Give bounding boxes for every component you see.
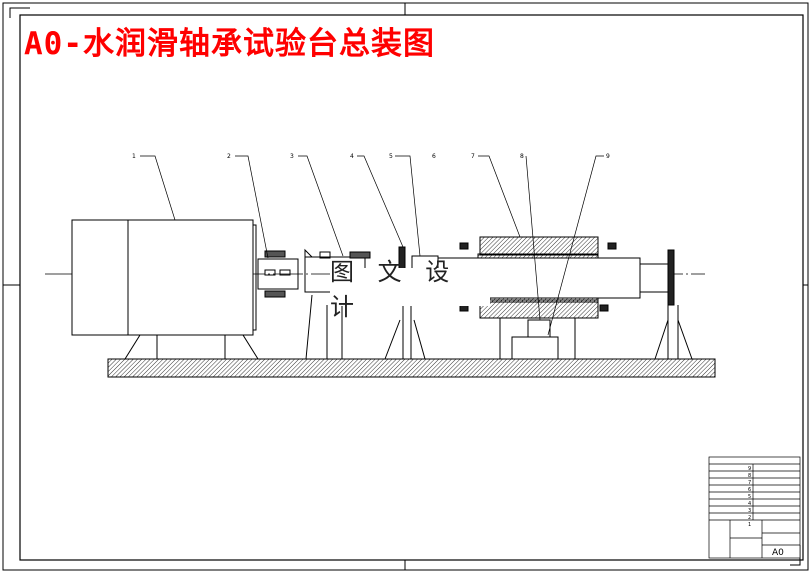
watermark: 图 文 设 计: [330, 258, 490, 321]
title-block-numbers: 9 8 7 6 5 4 3 2 1 A0: [748, 466, 784, 558]
part-label-6: 6: [432, 153, 436, 160]
row-number: 1: [748, 522, 751, 528]
row-number: 9: [748, 466, 751, 472]
base-frame: [107, 358, 716, 378]
drawing-title: A0-水润滑轴承试验台总装图: [24, 26, 435, 62]
part-label-7: 7: [471, 153, 475, 160]
inner-frame: [19, 14, 804, 561]
row-number: 4: [748, 501, 751, 507]
row-number: 2: [748, 515, 751, 521]
row-number: 6: [748, 487, 751, 493]
row-number: 3: [748, 508, 751, 514]
coupling: [257, 250, 299, 298]
part-label-9: 9: [606, 153, 610, 160]
title-block: [708, 456, 801, 559]
leader-lines: [140, 155, 604, 336]
row-number: 7: [748, 480, 751, 486]
part-label-5: 5: [389, 153, 393, 160]
part-label-1: 1: [132, 153, 136, 160]
part-label-3: 3: [290, 153, 294, 160]
motor: [71, 219, 259, 360]
part-label-4: 4: [350, 153, 354, 160]
part-label-2: 2: [227, 153, 231, 160]
part-labels: 1 2 3 4 5 6 7 8 9: [132, 153, 610, 160]
part-label-8: 8: [520, 153, 524, 160]
sheet-size: A0: [772, 548, 784, 558]
row-number: 8: [748, 473, 751, 479]
row-number: 5: [748, 494, 751, 500]
